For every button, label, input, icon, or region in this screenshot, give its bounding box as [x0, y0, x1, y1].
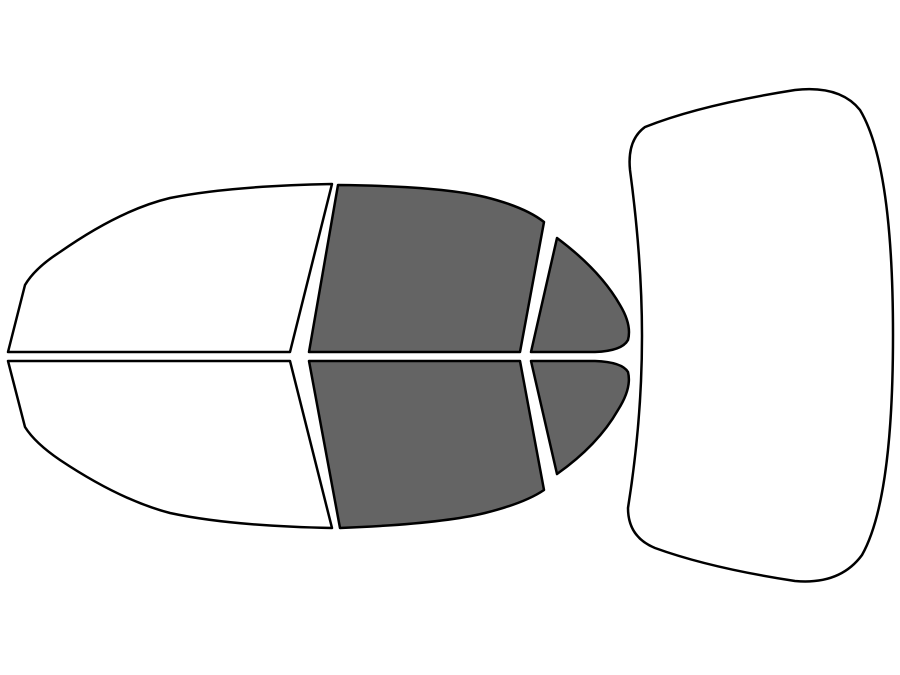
windshield-lower-half	[6, 359, 334, 530]
front-door-window-lower	[307, 359, 546, 530]
front-door-window-upper	[307, 183, 546, 354]
rear-quarter-window-upper	[529, 236, 631, 354]
rear-window	[626, 88, 895, 583]
rear-quarter-window-lower	[529, 359, 631, 476]
windshield-upper-half	[6, 182, 334, 354]
